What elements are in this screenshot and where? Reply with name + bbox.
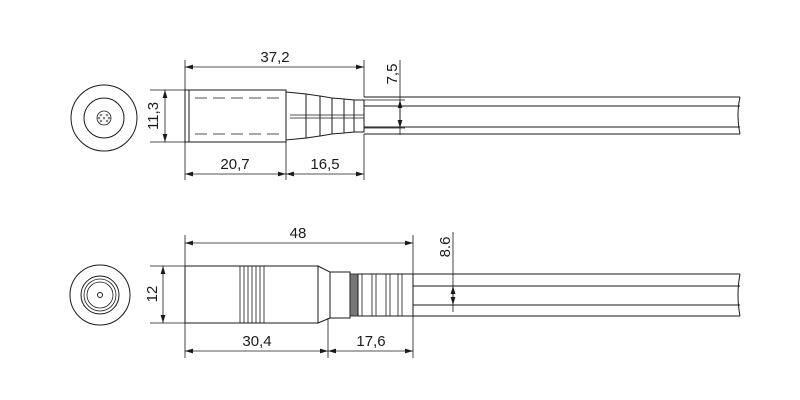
top-connector-side-view [184, 89, 741, 143]
bottom-connector-side-view [184, 265, 741, 324]
dim-bottom-strain-relief: 17,6 [356, 333, 385, 350]
dim-bottom-total: 48 [290, 225, 307, 242]
bottom-connector-end-view [69, 264, 131, 326]
dim-bottom-cable: 8.6 [437, 237, 454, 258]
dim-top-total: 37,2 [260, 49, 289, 66]
dim-top-strain-relief: 16,5 [310, 156, 339, 173]
top-connector-end-view [70, 84, 138, 152]
dim-top-cable: 7,5 [384, 64, 401, 85]
dim-bottom-diameter: 12 [144, 286, 161, 303]
top-dimensions: 37,2 11,3 20,7 16,5 7,5 [145, 49, 405, 180]
dim-bottom-body: 30,4 [242, 333, 271, 350]
bottom-dimensions: 48 12 30,4 17,6 8.6 [144, 225, 458, 358]
dim-top-diameter: 11,3 [145, 102, 162, 130]
dim-top-body: 20,7 [220, 156, 249, 173]
